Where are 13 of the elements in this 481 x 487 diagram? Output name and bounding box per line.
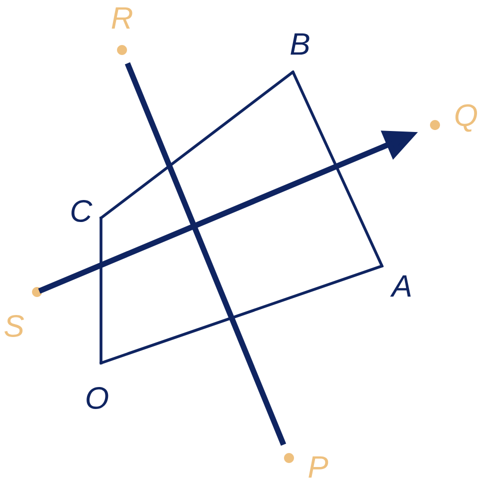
point-label: O — [86, 387, 108, 409]
line — [100, 70, 294, 220]
point-label: R — [112, 7, 132, 29]
point-label: Q — [455, 104, 478, 132]
line — [126, 63, 286, 445]
line — [100, 216, 102, 364]
point-label: C — [72, 200, 92, 222]
point-label: S — [4, 315, 24, 337]
line — [292, 70, 384, 268]
point-label: A — [390, 275, 411, 297]
point-label: B — [290, 33, 310, 55]
line — [100, 264, 384, 364]
point-label: P — [308, 456, 328, 478]
